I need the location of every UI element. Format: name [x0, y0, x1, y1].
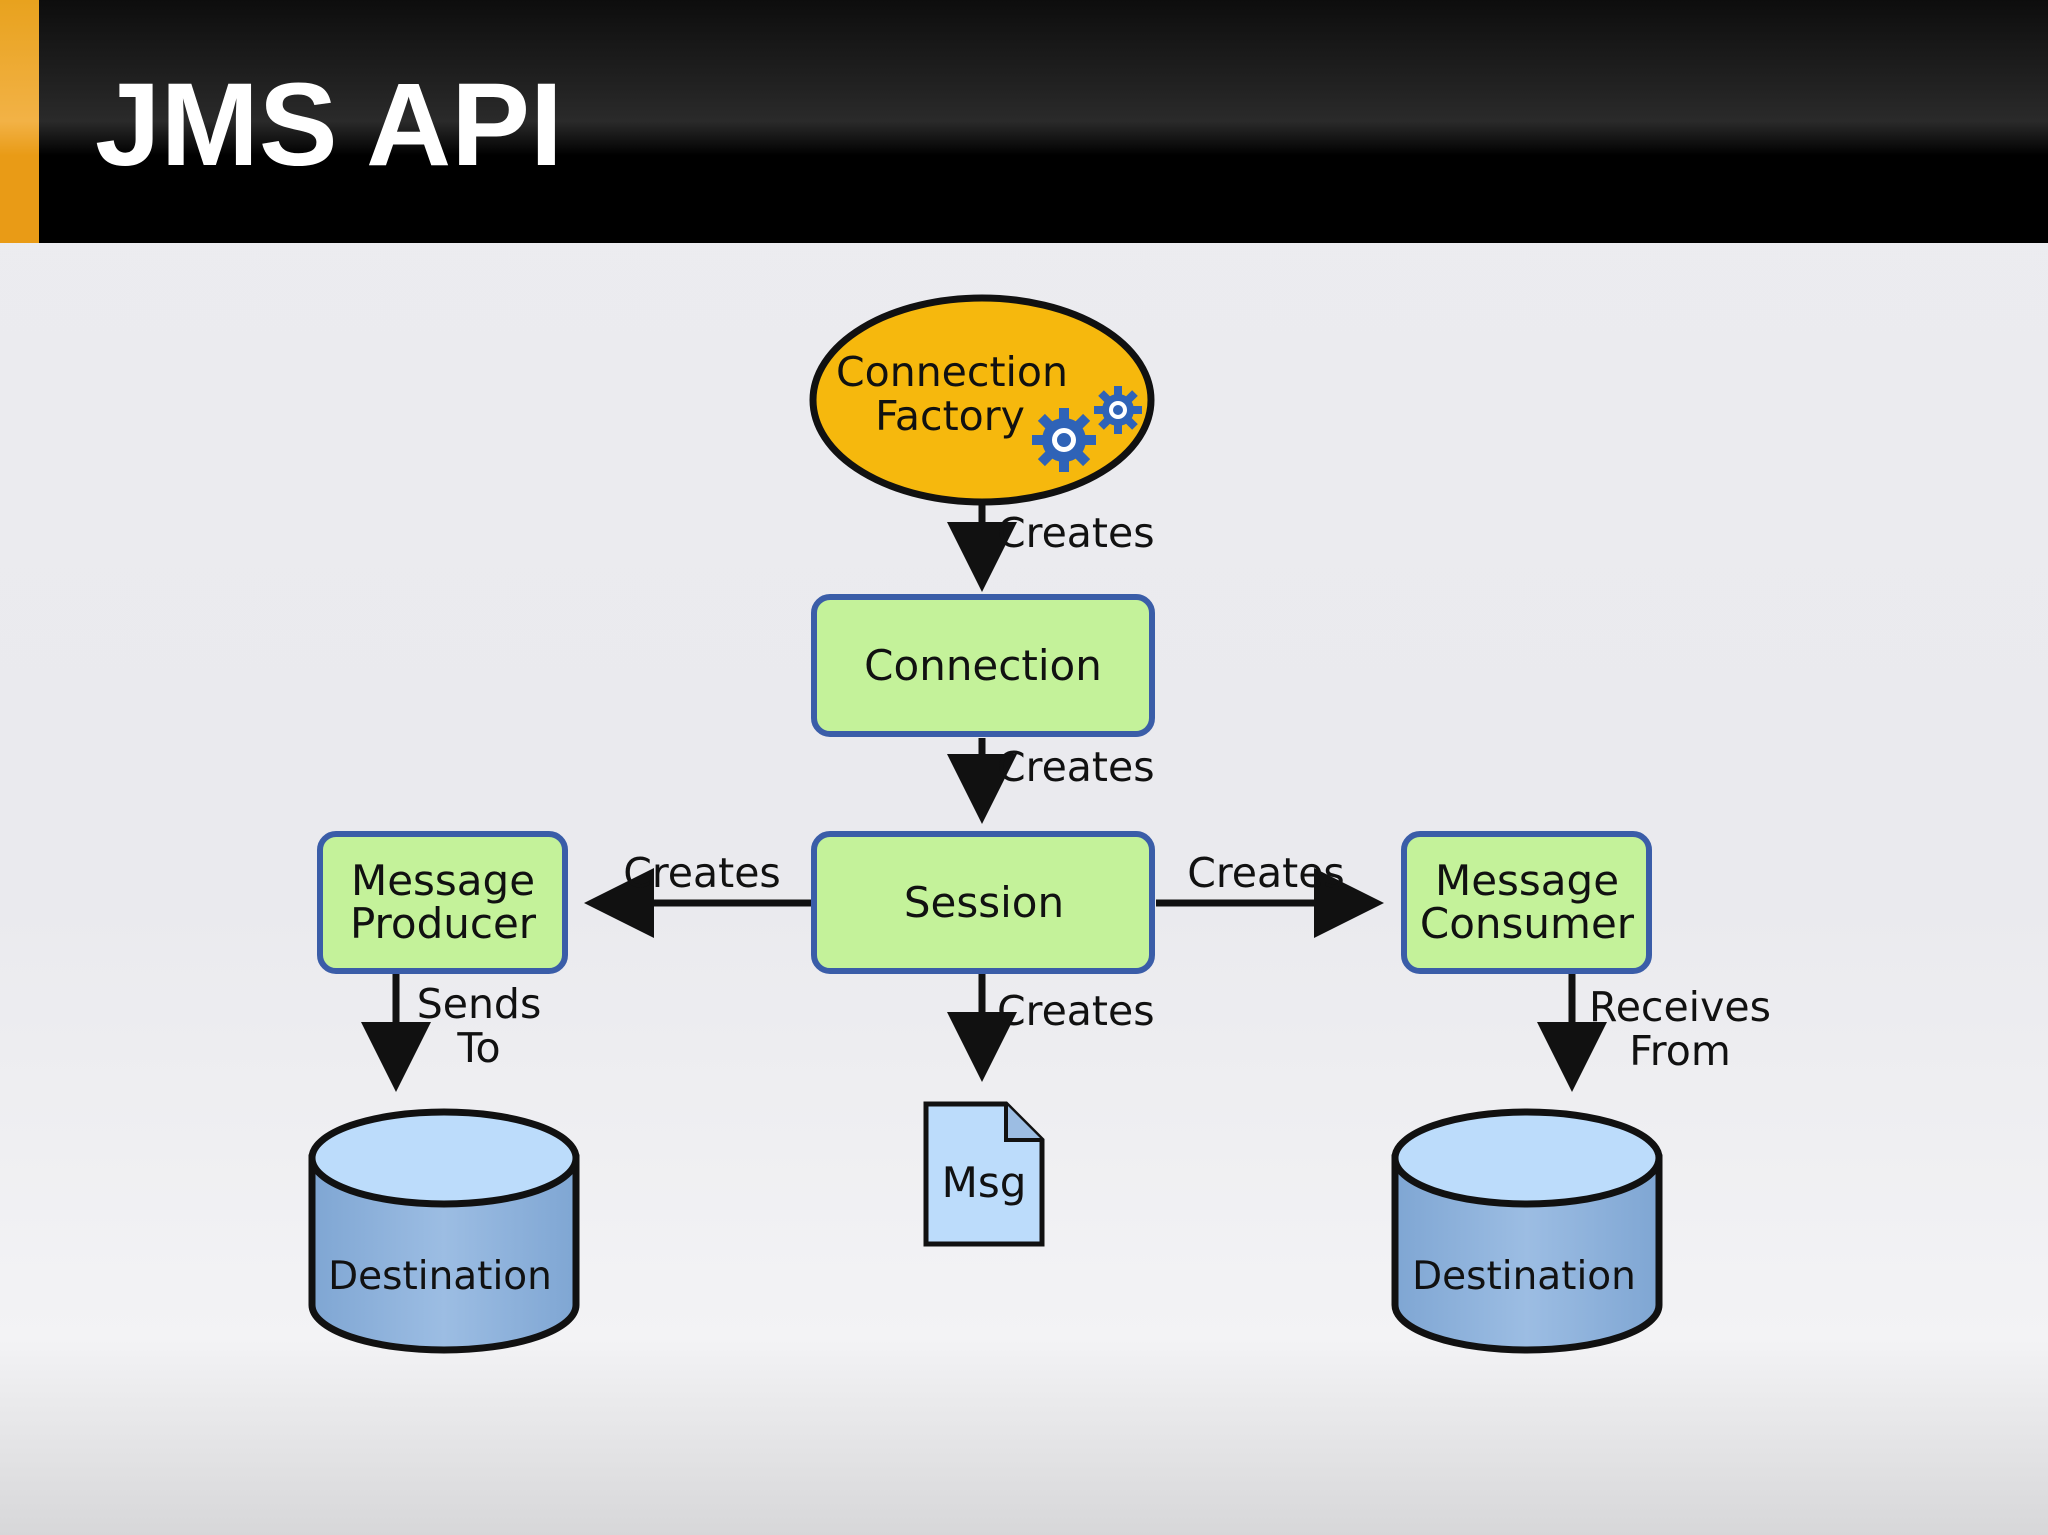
accent-bar: [0, 0, 39, 243]
destination-left-label: Destination: [328, 1254, 552, 1299]
destination-left-node: Destination: [308, 1108, 580, 1354]
message-consumer-node: Message Consumer: [1401, 831, 1652, 974]
session-node: Session: [811, 831, 1155, 974]
connection-factory-label-line1: Connection: [836, 348, 1068, 396]
edge-label-session-to-producer: Creates: [623, 849, 781, 897]
message-producer-label-line2: Producer: [350, 899, 537, 948]
page-title: JMS API: [95, 59, 563, 191]
edge-label-from: From: [1629, 1027, 1731, 1075]
gears-icon: [1032, 386, 1142, 472]
connection-node: Connection: [811, 594, 1155, 737]
edge-label-session-to-consumer: Creates: [1187, 849, 1345, 897]
message-consumer-label-line1: Message: [1435, 856, 1619, 905]
session-label: Session: [904, 878, 1064, 927]
edge-label-sends: Sends: [417, 980, 542, 1028]
message-node: Msg: [923, 1101, 1045, 1247]
connection-label: Connection: [864, 641, 1102, 690]
edge-label-to: To: [456, 1024, 500, 1072]
edge-label-connection-to-session: Creates: [997, 743, 1155, 791]
title-bar: [0, 0, 2048, 243]
destination-right-label: Destination: [1412, 1254, 1636, 1299]
message-producer-label-line1: Message: [351, 856, 535, 905]
edge-label-factory-to-connection: Creates: [997, 509, 1155, 557]
edge-label-receives: Receives: [1589, 983, 1771, 1031]
message-consumer-label-line2: Consumer: [1420, 899, 1635, 948]
edge-label-session-to-message: Creates: [997, 987, 1155, 1035]
message-producer-node: Message Producer: [317, 831, 568, 974]
destination-right-node: Destination: [1391, 1108, 1663, 1354]
connection-factory-node: Connection Factory: [809, 294, 1155, 506]
message-label: Msg: [942, 1158, 1027, 1207]
connection-factory-label-line2: Factory: [875, 392, 1025, 440]
